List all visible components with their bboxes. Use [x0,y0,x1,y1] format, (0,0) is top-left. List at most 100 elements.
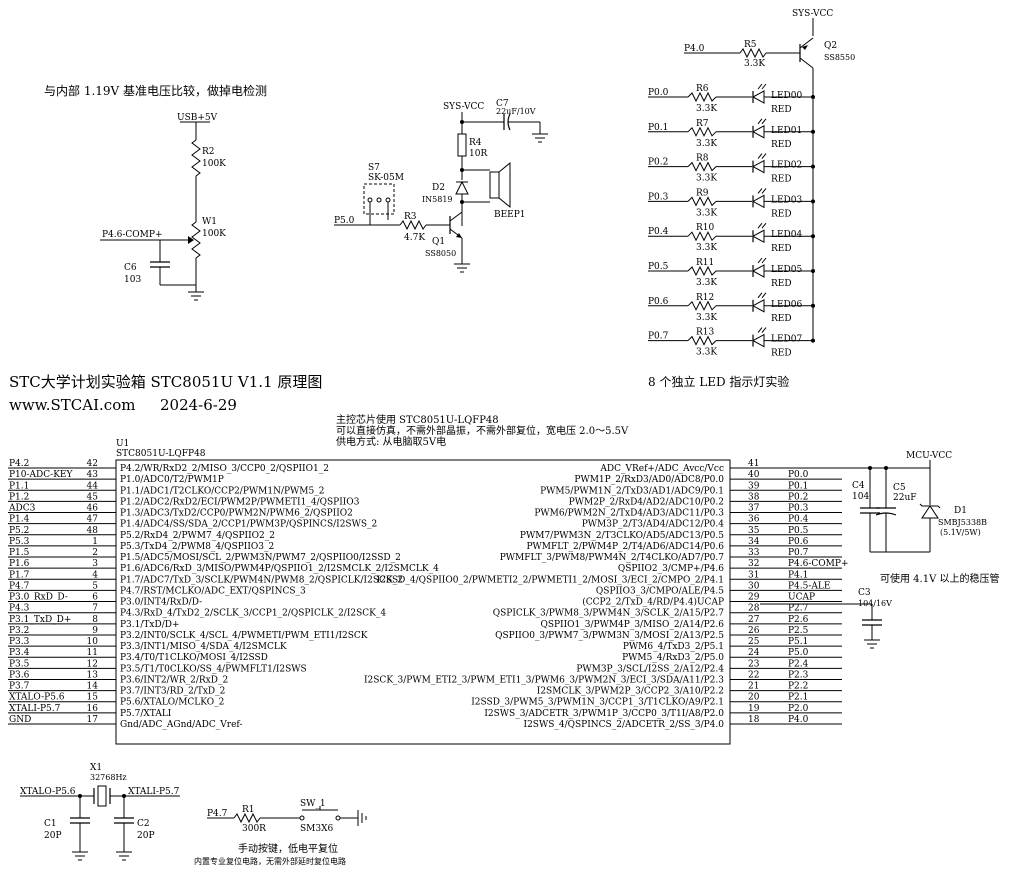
led-ref-label: LED02 [771,161,802,171]
pin-net-label: P4.1 [788,570,808,580]
pin-function: P4.2/WR/RxD2_2/MISO_3/CCP0_2/QSPIIO1_2 [120,464,329,474]
xtali-label: XTALI-P5.7 [128,787,180,797]
q1-value: SS8050 [425,249,456,258]
r5-label: R5 [744,40,757,50]
pin-function: PWM3P_3/SCL/I2SS_2/A12/P2.4 [576,664,724,674]
x1-label: X1 [90,763,102,773]
led-resistor-value: 3.3K [696,348,717,358]
led-resistor-label: R8 [696,154,709,164]
pin-number: 14 [87,682,99,692]
pin-number: 37 [748,504,760,514]
pin-net-label: P1.1 [9,481,29,491]
pin-function: PWM3P_2/T3/AD4/ADC12/P0.4 [582,520,725,530]
pin-function: P1.1/ADC1/T2CLKO/CCP2/PWM1N/PWM5_2 [120,486,324,496]
pin-net-label: P2.2 [788,682,808,692]
led-symbol [751,90,765,104]
c6-value: 103 [124,275,141,285]
led-resistor-label: R7 [696,119,709,129]
pin-net-label: P1.4 [9,515,30,525]
led-ref-label: LED04 [771,230,802,240]
pin-net-label: P2.0 [788,704,809,714]
sw1-value: SM3X6 [300,824,334,834]
pin-number: 47 [87,515,99,525]
c1-value: 20P [44,831,62,841]
d1-rating: (5.1V/5W) [940,528,981,537]
pin-number: 8 [92,615,98,625]
pin-net-label: P2.7 [788,604,809,614]
pin-number: 18 [748,715,760,725]
pin-function: PWMFLT_2/PWM4P_2/T4/AD6/ADC14/P0.6 [526,542,724,552]
c1-label: C1 [44,819,57,829]
r4-label: R4 [469,138,482,148]
led-vcc-label: SYS-VCC [792,9,833,19]
mcu-vcc-label: MCU-VCC [906,451,952,461]
led-color-label: RED [771,349,792,359]
pin-number: 10 [87,637,99,647]
pin-number: 30 [748,581,760,591]
led-symbol [751,124,765,139]
r1-label: R1 [242,805,255,815]
pin-function: P5.7/XTALI [120,709,172,719]
pin-number: 12 [87,659,98,669]
pin-function: I2SWS_3/ADCETR_3/PWM1P_3/CCP0_3/T1I/A8/P… [484,709,724,719]
pin-net-label: P3.7 [9,682,30,692]
c5-value: 22uF [893,493,917,503]
led-resistor-value: 3.3K [696,208,717,218]
pin-number: 41 [748,459,759,469]
d2-value: IN5819 [422,195,453,204]
c7-value: 22uF/10V [496,107,536,116]
pin-net-label: XTALO-P5.6 [9,693,65,703]
pin-number: 32 [748,559,759,569]
pin-net-label: P3.1_TxD_D+ [9,615,71,625]
chip-note-3: 供电方式: 从电脑取5V电 [336,435,446,448]
pin-function: P5.2/RxD4_2/PWM7_4/QSPIIO2_2 [120,531,275,541]
c3-value: 104/16V [858,599,892,608]
r5-value: 3.3K [744,59,765,69]
p50-label: P5.0 [334,216,355,226]
pin-net-label: P4.3 [9,604,30,614]
buzzer-circuit: SYS-VCC C7 22uF/10V R4 10R D2 IN5819 BEE… [334,99,548,273]
pin-function: PWM7/PWM3N_2/T3CLKO/AD5/ADC13/P0.5 [520,531,724,541]
pin-net-label: P0.0 [788,470,809,480]
pin-function: P4.3/RxD_4/TxD2_2/SCLK_3/CCP1_2/QSPICLK_… [120,609,386,619]
pin-net-label: UCAP [788,593,815,603]
pin-function: (CCP2_2/TxD_4/RD/P4.4)UCAP [582,597,724,608]
u1-part: STC8051U-LQFP48 [116,449,206,459]
pin-net-label: P2.6 [788,615,809,625]
c3-label: C3 [858,588,871,598]
led-color-label: RED [771,279,792,289]
c6-label: C6 [124,263,137,273]
pin-function: P1.5/ADC5/MOSI/SCL_2/PWM3N/PWM7_2/QSPIIO… [120,553,401,563]
pin-net-label: P4.6-COMP+ [788,559,849,569]
led-symbol [751,333,765,348]
power-circuit: MCU-VCC C4 104 C5 22uF D1 SMBJ5338B (5.1… [760,451,999,649]
beep-label: BEEP1 [494,210,526,220]
pin-number: 16 [87,704,99,714]
pin-function: P4.7/RST/MCLKO/ADC_EXT/QSPINCS_3 [120,586,306,596]
pin-function: I2SSD_3/PWM5_3/PWM1N_3/CCP1_3/T1CLKO/A9/… [471,698,724,708]
s7-value: SK-05M [368,173,404,183]
pin-net-label: P0.1 [788,481,808,491]
pin-function: PWMFLT_3/PWM8/PWM4N_2/T4CLKO/AD7/P0.7 [500,553,725,563]
